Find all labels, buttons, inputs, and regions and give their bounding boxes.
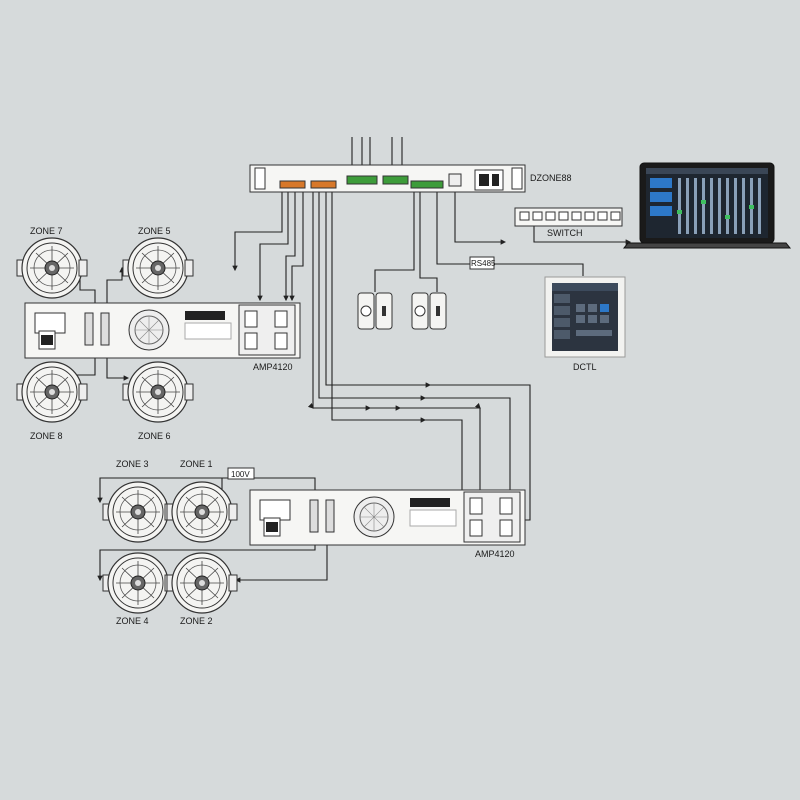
voltage-label: 100V [231, 470, 250, 479]
dctl-panel [545, 277, 625, 357]
amp4120-bottom [250, 490, 525, 545]
speaker-zone5 [123, 238, 193, 298]
zone4-label: ZONE 4 [116, 616, 149, 626]
amp4120-top [25, 303, 300, 358]
zone2-label: ZONE 2 [180, 616, 213, 626]
network-switch [515, 208, 622, 226]
ethernet-port [449, 174, 461, 186]
switch-label: SWITCH [547, 228, 583, 238]
zone5-label: ZONE 5 [138, 226, 171, 236]
speaker-zone3 [103, 482, 173, 542]
amp-top-label: AMP4120 [253, 362, 293, 372]
zone7-label: ZONE 7 [30, 226, 63, 236]
zone6-label: ZONE 6 [138, 431, 171, 441]
speaker-zone8 [17, 362, 87, 422]
dctl-label: DCTL [573, 362, 597, 372]
rs485-label: RS485 [471, 259, 496, 268]
wall-panels [358, 293, 446, 329]
zone8-label: ZONE 8 [30, 431, 63, 441]
zone1-label: ZONE 1 [180, 459, 213, 469]
zone3-label: ZONE 3 [116, 459, 149, 469]
dzone-label: DZONE88 [530, 173, 572, 183]
speaker-zone6 [123, 362, 193, 422]
control-connector [411, 181, 443, 188]
input-connector-a [347, 176, 377, 184]
laptop [624, 163, 790, 248]
input-connector-b [383, 176, 408, 184]
speaker-zone4 [103, 553, 173, 613]
speaker-zone7 [17, 238, 87, 298]
dzone88-unit [250, 165, 525, 192]
output-connector-b [311, 181, 336, 188]
speaker-zone1 [167, 482, 237, 542]
output-connector-a [280, 181, 305, 188]
amp-bottom-label: AMP4120 [475, 549, 515, 559]
speaker-zone2 [167, 553, 237, 613]
